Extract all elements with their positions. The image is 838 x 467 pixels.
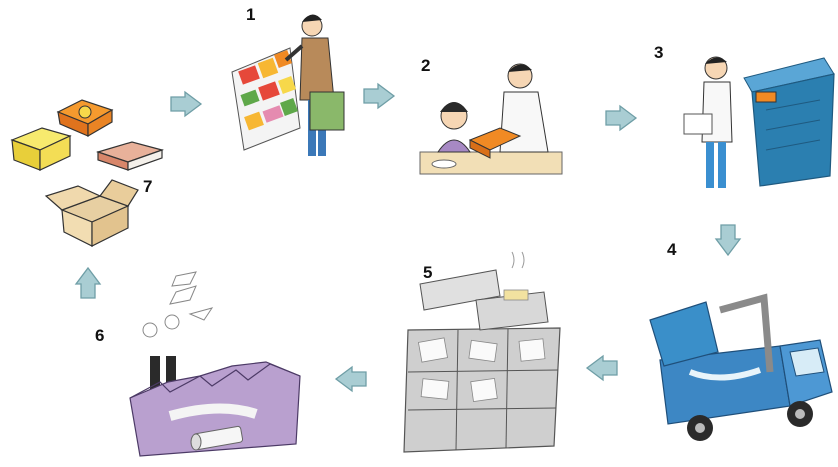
arrow-2-to-3-icon: [606, 106, 636, 130]
stage-2-checkout-illustration: [420, 64, 562, 174]
stage-5-paper-sorting-illustration: [404, 252, 560, 452]
store-shelf-icon: [232, 48, 300, 150]
conveyor-machine-icon: [420, 252, 548, 330]
cardboard-box-icon: [46, 180, 138, 246]
stage-3-recycling-bin-illustration: [684, 57, 834, 188]
step-number-1: 1: [246, 6, 255, 23]
stage-1-shopping-illustration: [232, 14, 344, 156]
arrow-7-to-1-icon: [171, 92, 201, 116]
smoke-icon: [143, 272, 212, 337]
arrow-1-to-2-icon: [364, 84, 394, 108]
step-number-6: 6: [95, 327, 104, 344]
yellow-box-icon: [12, 128, 70, 170]
factory-icon: [130, 356, 300, 456]
stage-6-paper-mill-illustration: [130, 272, 300, 456]
stage-7-products-illustration: [12, 100, 162, 246]
step-number-4: 4: [667, 241, 676, 258]
stage-4-collection-truck-illustration: [650, 298, 832, 441]
step-number-3: 3: [654, 44, 663, 61]
arrow-4-to-5-icon: [587, 356, 617, 380]
step-number-7: 7: [143, 178, 152, 195]
customer-woman-icon: [438, 102, 470, 152]
recycling-bin-icon: [744, 58, 834, 186]
sorting-bins-icon: [404, 328, 560, 452]
step-number-5: 5: [423, 264, 432, 281]
orange-box-icon: [58, 100, 112, 136]
arrow-6-to-7-icon: [76, 268, 100, 298]
book-icon: [98, 142, 162, 170]
arrow-5-to-6-icon: [336, 367, 366, 391]
step-number-2: 2: [421, 57, 430, 74]
arrow-3-to-4-icon: [716, 225, 740, 255]
